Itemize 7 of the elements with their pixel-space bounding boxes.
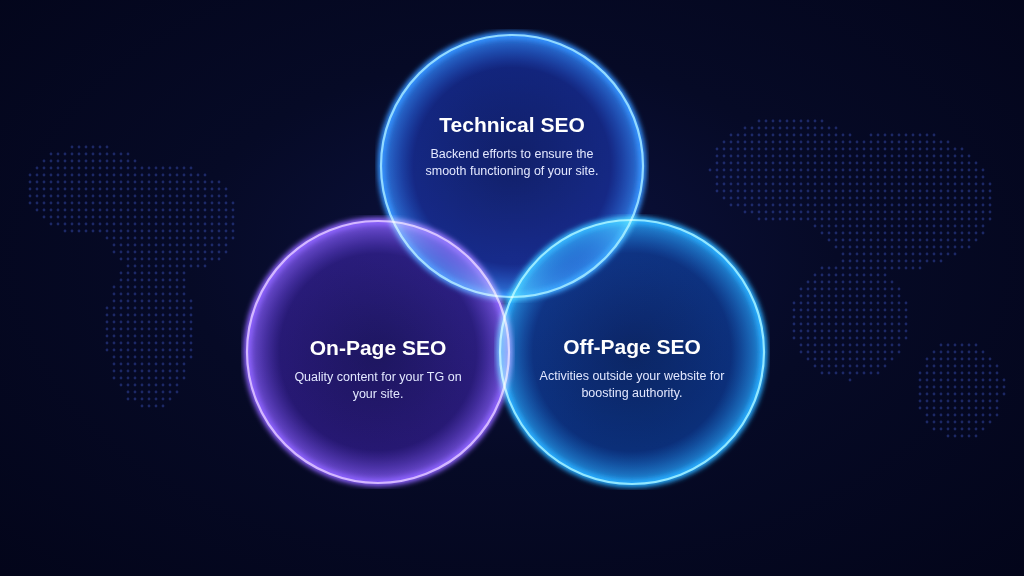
circle-title: Technical SEO — [438, 113, 586, 137]
venn-circle — [494, 214, 770, 490]
circle-description: Quality content for your TG on your site. — [293, 369, 463, 403]
circle-description: Activities outside your website for boosting authority. — [538, 368, 726, 402]
circle-title: On-Page SEO — [308, 336, 448, 360]
circle-title: Off-Page SEO — [562, 335, 702, 359]
circle-description: Backend efforts to ensure the smooth functioning of your site. — [424, 146, 600, 180]
